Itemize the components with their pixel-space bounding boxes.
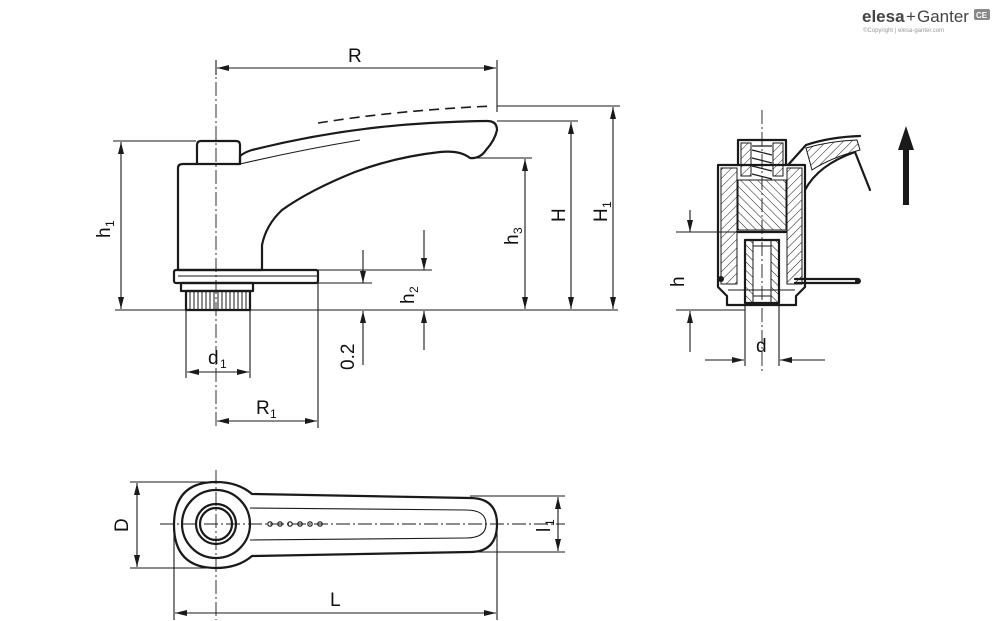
brand-name-part2: Ganter [917,7,969,26]
brand-logo: elesa + Ganter CE ©Copyright | elesa-gan… [862,7,990,34]
brand-name-part1: elesa [862,7,905,26]
label-gap-0-2: 0.2 [338,344,359,370]
svg-text:3: 3 [511,227,525,234]
svg-text:R: R [256,398,270,419]
svg-text:h: h [94,227,115,238]
svg-text:h: h [668,276,689,287]
label-l1: l 1 [534,519,557,532]
label-H: H [549,208,570,222]
label-R1: R 1 [256,398,277,421]
brand-copyright: ©Copyright | elesa-ganter.com [863,27,944,34]
svg-text:0.2: 0.2 [338,344,359,370]
svg-text:2: 2 [407,286,421,293]
label-h2: h 2 [398,286,421,304]
lever-outline [176,119,499,272]
svg-text:1: 1 [220,357,227,371]
ce-badge [974,9,990,20]
label-h3: h 3 [502,227,525,245]
svg-text:h: h [398,293,419,304]
svg-text:1: 1 [103,220,117,227]
ce-mark: CE [976,11,988,20]
top-view: D l 1 L [112,470,565,620]
svg-text:1: 1 [270,407,277,421]
label-h: h [668,276,689,287]
svg-text:1: 1 [543,519,557,526]
lever-top-outline [172,480,499,570]
label-R: R [348,46,362,67]
svg-text:H: H [591,208,612,222]
section-view: h d [668,110,914,372]
svg-text:H: H [549,208,570,222]
svg-text:D: D [112,518,133,532]
label-L: L [330,590,341,611]
svg-text:h: h [502,234,523,245]
up-arrow-icon [898,126,914,205]
label-d1: d 1 [208,348,227,371]
label-h1: h 1 [94,220,117,238]
label-H1: H 1 [591,201,614,222]
side-view: R h 1 h 3 H H 1 h 2 0.2 d 1 R 1 [94,46,620,428]
svg-text:l: l [534,528,555,532]
label-d: d [756,336,767,357]
svg-text:1: 1 [600,201,614,208]
indicator-dots [267,521,323,527]
label-D: D [112,518,133,532]
brand-plus: + [906,7,916,26]
svg-text:d: d [208,348,219,369]
